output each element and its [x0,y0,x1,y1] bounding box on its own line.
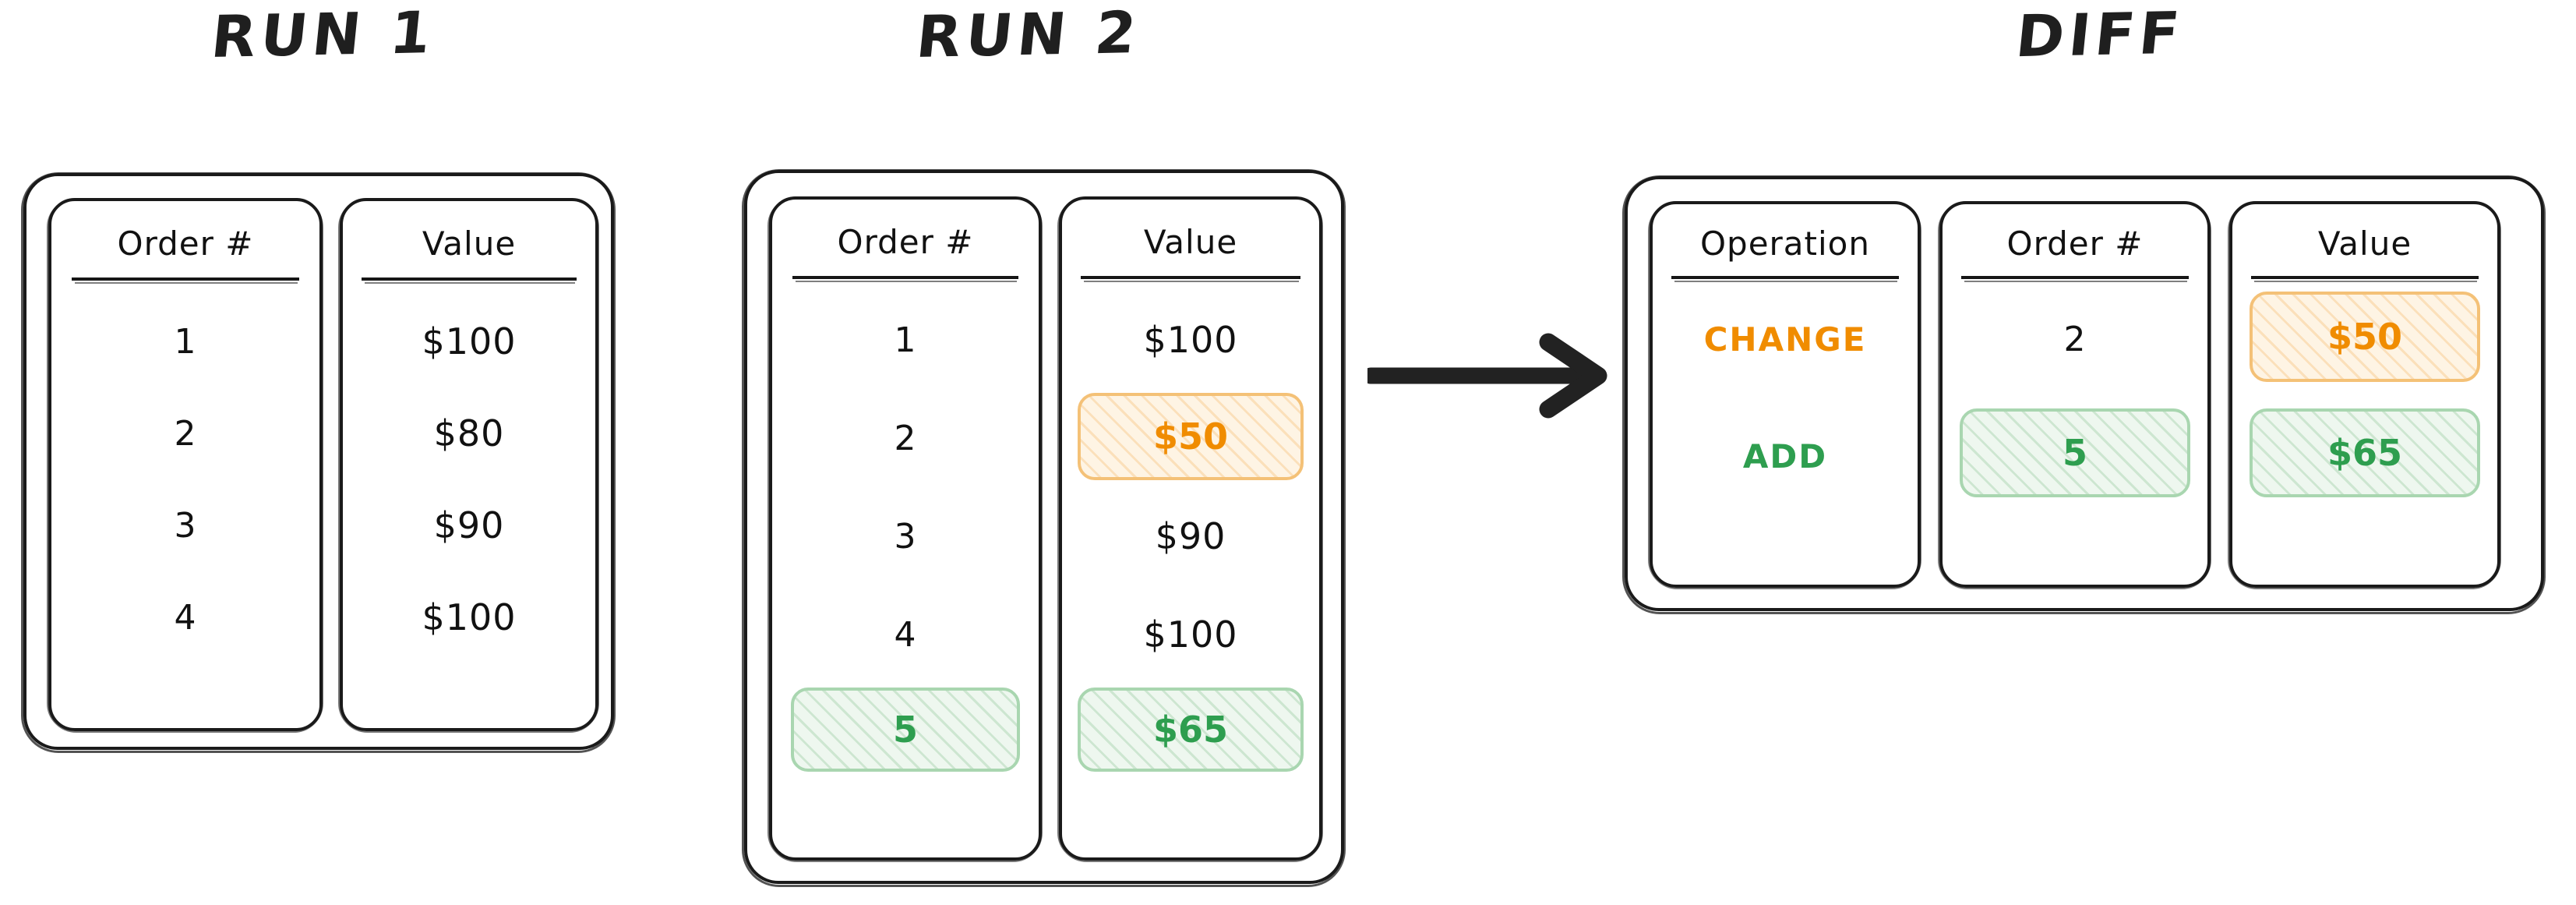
table-cell: 4 [174,597,197,638]
diff-operation-header: Operation [1699,224,1870,263]
run1-order-header: Order # [117,224,254,263]
operation-change-label: CHANGE [1703,320,1867,359]
table-cell-changed: $50 [1078,393,1304,480]
table-cell: 1 [894,320,917,360]
diff-value-rule [2251,276,2479,282]
table-cell: $90 [1155,515,1226,557]
table-cell-added: 5 [791,688,1020,772]
table-cell: $100 [1143,613,1238,656]
run1-panel: Order # 1 2 3 4 Value $100 $80 $90 $100 [21,172,616,753]
table-cell: $80 [433,412,505,454]
table-cell: 2 [894,418,917,458]
run2-order-rule [792,276,1018,282]
diff-column-value: Value $50 $65 [2228,201,2501,589]
table-cell-added: $65 [2250,408,2480,497]
run2-column-value: Value $100 $50 $90 $100 $65 [1057,196,1323,862]
run1-column-value: Value $100 $80 $90 $100 [338,198,599,733]
diff-panel: Operation CHANGE ADD Order # 2 5 Value $… [1622,175,2546,614]
diff-column-order: Order # 2 5 [1938,201,2211,589]
diff-column-operation: Operation CHANGE ADD [1648,201,1921,589]
diff-order-header: Order # [2006,224,2144,263]
table-cell: 3 [174,505,197,546]
table-cell: 3 [894,516,917,557]
table-cell: $100 [1143,319,1238,361]
diff-value-header: Value [2317,224,2412,263]
run2-value-rule [1081,276,1300,282]
diff-title: DIFF [2013,0,2187,71]
run2-column-order: Order # 1 2 3 4 5 [768,196,1043,862]
run1-order-rule [72,278,299,284]
diff-operation-rule [1671,276,1899,282]
table-cell-added: 5 [1960,408,2190,497]
table-cell-added: $65 [1078,688,1304,772]
operation-add-label: ADD [1742,437,1828,475]
table-cell: $90 [433,504,505,546]
run2-panel: Order # 1 2 3 4 5 Value $100 $50 $90 $10… [742,169,1346,887]
table-cell: 2 [174,413,197,454]
run2-order-header: Order # [837,223,974,261]
table-cell: 1 [174,321,197,362]
table-cell-changed: $50 [2250,292,2480,382]
table-cell: 2 [2063,319,2087,359]
run1-value-rule [362,278,577,284]
run2-title: RUN 2 [913,0,1144,71]
flow-arrow-icon [1362,331,1617,421]
table-cell: $100 [422,320,517,362]
run1-title: RUN 1 [208,0,439,71]
run1-value-header: Value [422,224,517,263]
diff-order-rule [1961,276,2189,282]
run2-value-header: Value [1143,223,1238,261]
run1-column-order: Order # 1 2 3 4 [47,198,323,733]
table-cell: $100 [422,596,517,638]
table-cell: 4 [894,614,917,655]
